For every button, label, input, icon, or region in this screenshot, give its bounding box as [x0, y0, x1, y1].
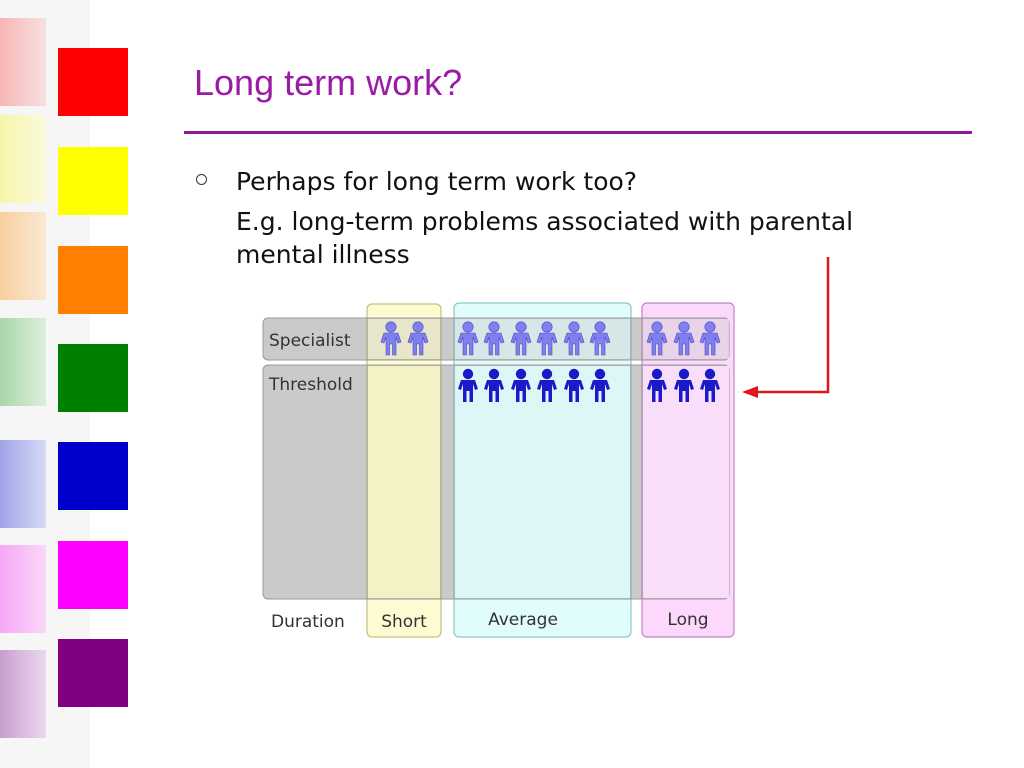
- ribbon-pink: [0, 545, 46, 633]
- average-label: Average: [488, 610, 558, 630]
- title-divider: [184, 131, 972, 134]
- deco-square-magenta: [58, 541, 128, 609]
- deco-square-purple: [58, 639, 128, 707]
- deco-square-orange: [58, 246, 128, 314]
- deco-square-yellow: [58, 147, 128, 215]
- ribbon-blue: [0, 440, 46, 528]
- ribbon-red: [0, 18, 46, 106]
- left-decoration-strip: [0, 0, 128, 768]
- ribbon-green: [0, 318, 46, 406]
- deco-square-red: [58, 48, 128, 116]
- ribbon-orange: [0, 212, 46, 300]
- deco-square-blue: [58, 442, 128, 510]
- duration-label: Duration: [271, 612, 345, 632]
- specialist-label: Specialist: [269, 331, 351, 351]
- threshold-label: Threshold: [268, 375, 353, 395]
- long-label: Long: [667, 610, 708, 630]
- sub-text-line-2: mental illness: [236, 240, 410, 269]
- short-label: Short: [381, 612, 427, 632]
- bullet-circle-icon: [196, 174, 207, 185]
- bullet-text: Perhaps for long term work too?: [236, 167, 638, 196]
- deco-square-green: [58, 344, 128, 412]
- ribbon-purple: [0, 650, 46, 738]
- pointer-arrow: [742, 257, 830, 398]
- ribbon-yellow: [0, 115, 46, 203]
- sub-text-line-1: E.g. long-term problems associated with …: [236, 207, 854, 236]
- slide-title: Long term work?: [194, 62, 463, 103]
